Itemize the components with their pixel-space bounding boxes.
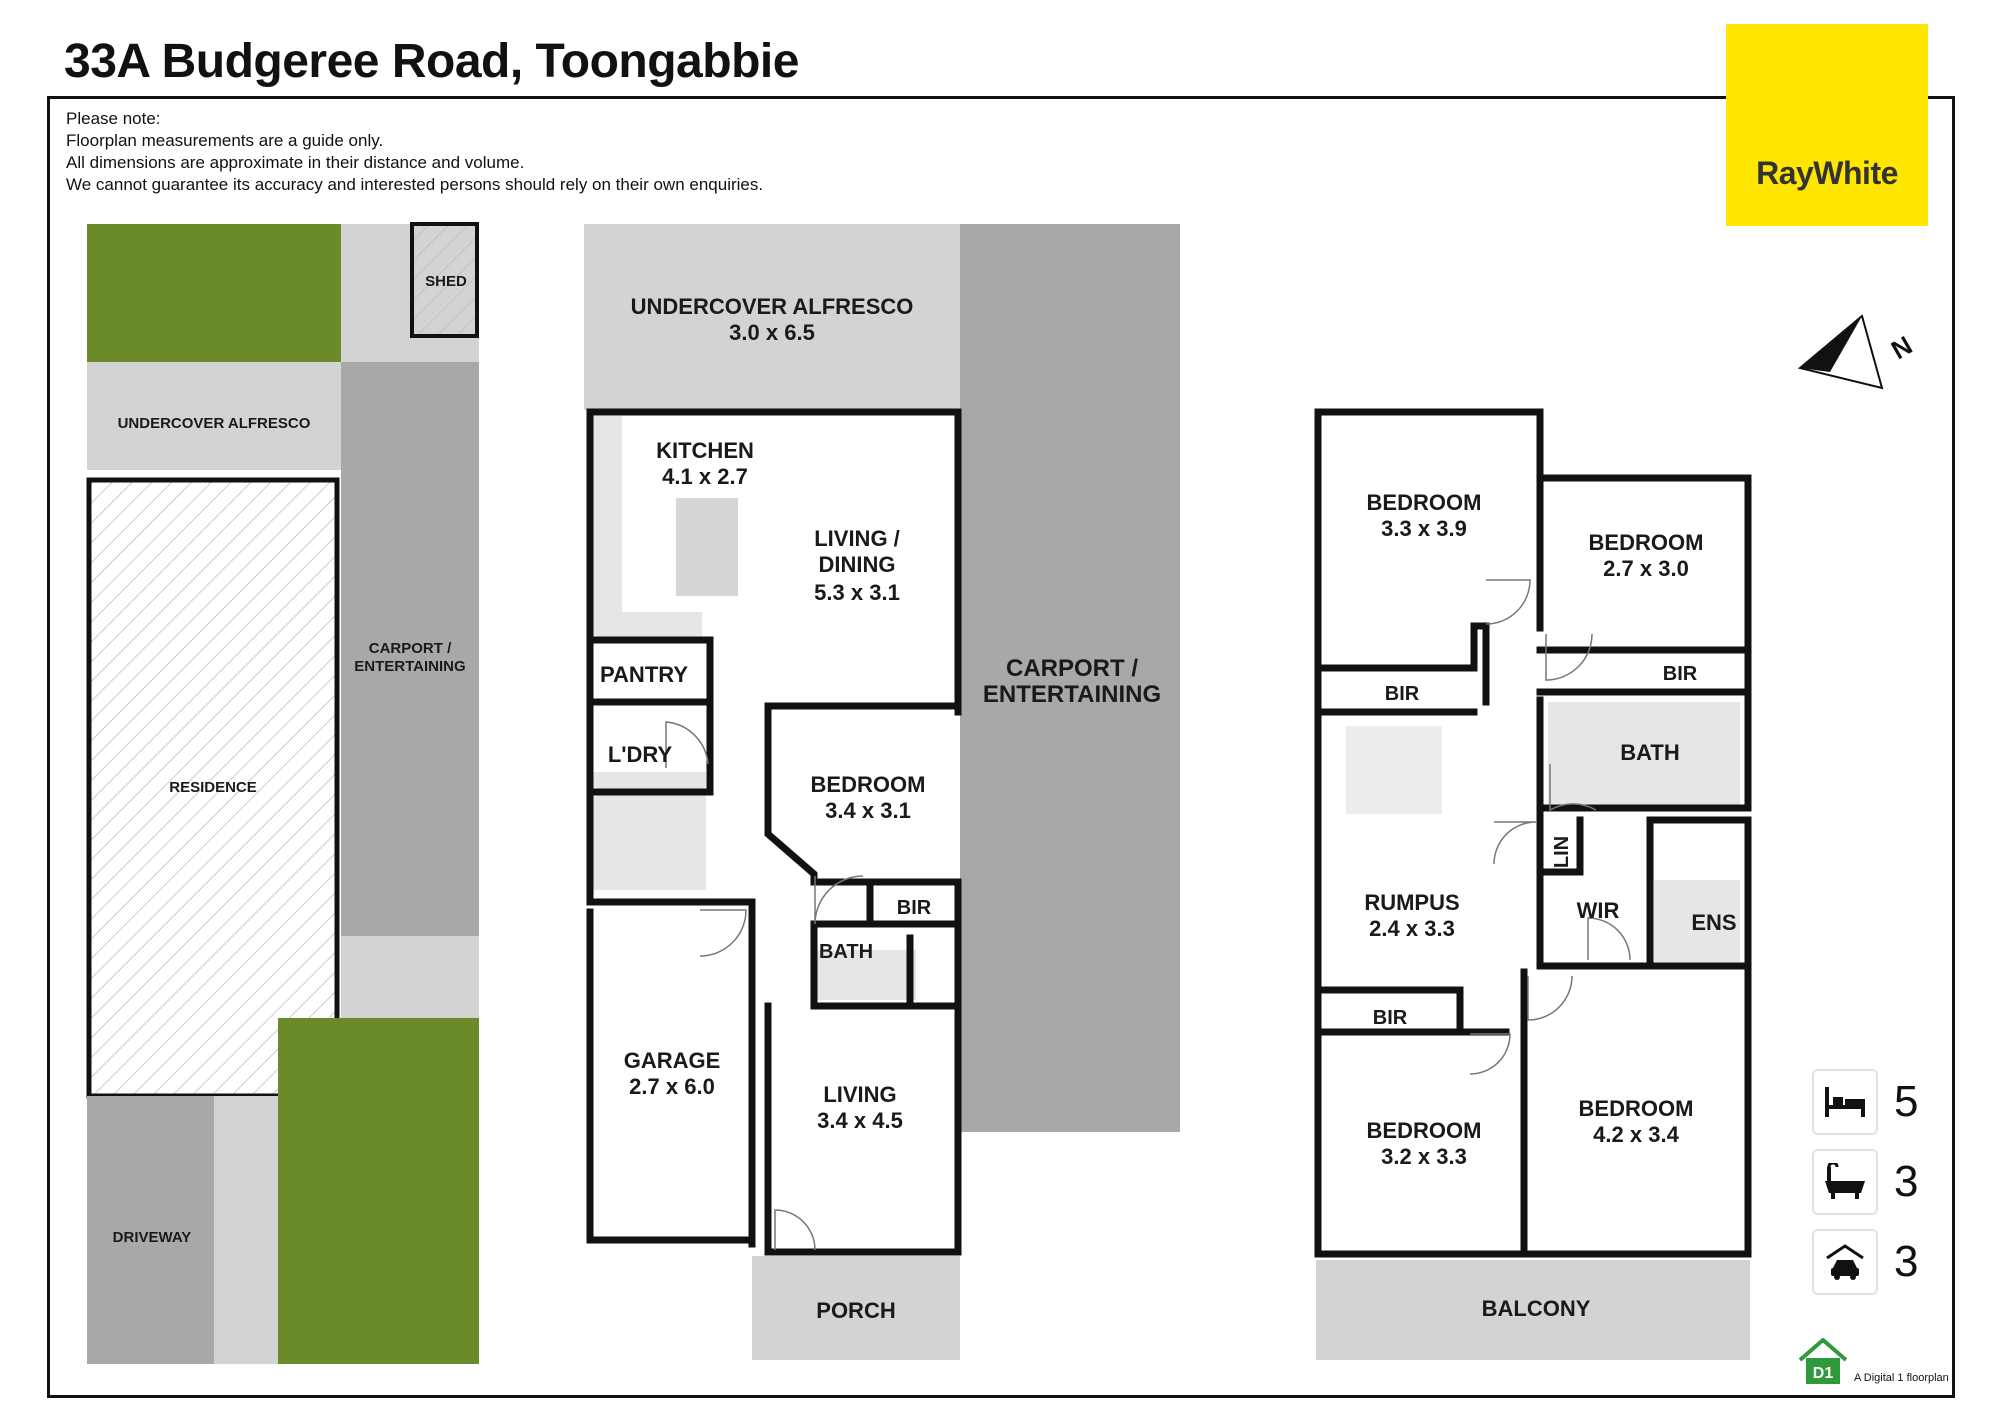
upper-bath-label: BATH	[1620, 740, 1679, 765]
bathroom-count: 3	[1812, 1146, 1962, 1218]
d1-badge-text: D1	[1813, 1365, 1834, 1382]
site-plan: SHED UNDERCOVER ALFRESCO CARPORT / ENTER…	[86, 222, 479, 1364]
upper-bir-b-label: BIR	[1663, 663, 1698, 685]
bathroom-count-value: 3	[1894, 1157, 1919, 1206]
bedroom-3-name: BEDROOM	[1367, 1118, 1482, 1143]
alfresco-name: UNDERCOVER ALFRESCO	[631, 294, 914, 319]
bathtub-icon	[1812, 1149, 1878, 1215]
site-carport-label-2: ENTERTAINING	[354, 658, 465, 675]
digital1-credit: D1 A Digital 1 floorplan	[1796, 1338, 1949, 1386]
garage-dim: 2.7 x 6.0	[629, 1074, 715, 1099]
ground-floor: UNDERCOVER ALFRESCO 3.0 x 6.5 CARPORT / …	[584, 224, 1180, 1360]
ground-bath-label: BATH	[819, 941, 873, 963]
ground-bedroom-dim: 3.4 x 3.1	[825, 798, 911, 823]
carport-label-2: ENTERTAINING	[983, 681, 1161, 708]
logo-text: RayWhite	[1756, 155, 1898, 191]
laundry-label: L'DRY	[608, 742, 673, 767]
pantry-label: PANTRY	[600, 662, 688, 687]
note-line: We cannot guarantee its accuracy and int…	[66, 175, 764, 194]
linen-label: LIN	[1551, 836, 1573, 868]
page-title: 33A Budgeree Road, Toongabbie	[64, 35, 799, 88]
porch-label: PORCH	[816, 1298, 895, 1323]
compass-icon: N	[1797, 314, 1917, 390]
ensuite-label: ENS	[1691, 910, 1736, 935]
balcony-label: BALCONY	[1482, 1296, 1591, 1321]
plan-frame	[47, 96, 1955, 1398]
bedroom-count: 5	[1812, 1066, 1962, 1138]
d1-house-icon: D1	[1798, 1338, 1848, 1384]
compass-north-label: N	[1886, 330, 1917, 365]
rumpus-dim: 2.4 x 3.3	[1369, 916, 1455, 941]
garage-name: GARAGE	[624, 1048, 721, 1073]
raywhite-logo: RayWhite	[1726, 24, 1928, 226]
living-name: LIVING	[823, 1082, 896, 1107]
shed	[410, 222, 479, 338]
bedroom-4-name: BEDROOM	[1579, 1096, 1694, 1121]
note-line: All dimensions are approximate in their …	[66, 153, 525, 172]
note-line: Floorplan measurements are a guide only.	[66, 131, 384, 150]
bedroom-4-dim: 4.2 x 3.4	[1593, 1122, 1679, 1147]
wir-label: WIR	[1577, 898, 1620, 923]
bedroom-2-dim: 2.7 x 3.0	[1603, 556, 1689, 581]
living-dim: 3.4 x 4.5	[817, 1108, 903, 1133]
bedroom-2-name: BEDROOM	[1589, 530, 1704, 555]
bedroom-3-dim: 3.2 x 3.3	[1381, 1144, 1467, 1169]
kitchen-name: KITCHEN	[656, 438, 754, 463]
kitchen-dim: 4.1 x 2.7	[662, 464, 748, 489]
rumpus-name: RUMPUS	[1364, 890, 1459, 915]
residence-label: RESIDENCE	[169, 779, 257, 796]
shed-label: SHED	[425, 273, 467, 290]
upper-bir-c-label: BIR	[1373, 1007, 1408, 1029]
car-space-count-value: 3	[1894, 1237, 1919, 1286]
living-dining-dim: 5.3 x 3.1	[814, 580, 900, 605]
residence	[86, 477, 340, 1099]
living-dining-name-1: LIVING /	[814, 526, 900, 551]
site-alfresco-label: UNDERCOVER ALFRESCO	[118, 415, 311, 432]
bedroom-count-value: 5	[1894, 1077, 1919, 1126]
alfresco-dim: 3.0 x 6.5	[729, 320, 815, 345]
site-carport-label-1: CARPORT /	[369, 640, 452, 657]
disclaimer-notes: Please note: Floorplan measurements are …	[66, 108, 763, 196]
living-dining-name-2: DINING	[819, 552, 896, 577]
car-space-count: 3	[1812, 1226, 1962, 1298]
bedroom-1-name: BEDROOM	[1367, 490, 1482, 515]
ground-bedroom-name: BEDROOM	[811, 772, 926, 797]
car-garage-icon	[1812, 1229, 1878, 1295]
credit-text: A Digital 1 floorplan	[1854, 1372, 1949, 1384]
upper-floor: BALCONY	[1314, 408, 1752, 1360]
upper-bir-a-label: BIR	[1385, 683, 1420, 705]
ground-bir-label: BIR	[897, 897, 932, 919]
carport-label-1: CARPORT /	[1006, 655, 1138, 682]
driveway-label: DRIVEWAY	[113, 1229, 192, 1246]
bed-icon	[1812, 1069, 1878, 1135]
bedroom-1-dim: 3.3 x 3.9	[1381, 516, 1467, 541]
note-line: Please note:	[66, 109, 161, 128]
